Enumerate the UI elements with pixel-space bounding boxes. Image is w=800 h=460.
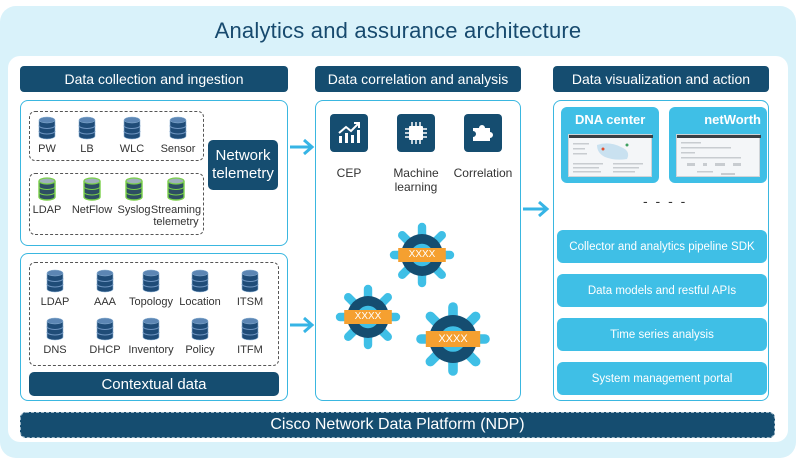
header-data-collection: Data collection and ingestion <box>20 66 288 92</box>
data-source-label: DHCP <box>89 344 121 356</box>
feature-collector-sdk[interactable]: Collector and analytics pipeline SDK <box>557 230 767 263</box>
data-source-label: Topology <box>128 296 174 308</box>
data-source-label: ITFM <box>237 344 263 356</box>
network-telemetry-line2: telemetry <box>212 165 274 182</box>
dna-center-screenshot <box>568 134 653 177</box>
puzzle-icon <box>464 114 502 152</box>
database-icon <box>141 269 161 296</box>
data-source-item: NetFlow <box>70 177 114 216</box>
data-source-item: WLC <box>112 116 152 155</box>
database-green-icon <box>124 177 144 204</box>
database-icon <box>45 317 65 344</box>
page-title: Analytics and assurance architecture <box>214 18 582 43</box>
gear-label: XXXX <box>408 249 436 260</box>
data-source-item: AAA <box>82 269 128 308</box>
gear-icon: XXXX <box>413 299 493 379</box>
arrow-right-icon <box>290 138 315 156</box>
data-source-item: Policy <box>177 317 223 356</box>
database-icon <box>190 269 210 296</box>
data-source-label: PW <box>38 143 56 155</box>
platform-bar: Cisco Network Data Platform (NDP) <box>20 412 775 438</box>
database-icon <box>141 317 161 344</box>
data-source-label: LB <box>80 143 94 155</box>
data-source-item: LDAP <box>32 269 78 308</box>
data-source-label: Streaming <box>150 204 202 216</box>
data-source-item: Topology <box>126 269 176 308</box>
data-source-label-line2: telemetry <box>153 216 199 228</box>
arrow-right-icon <box>523 200 550 218</box>
database-icon <box>37 116 57 143</box>
more-apps-ellipsis: - - - - <box>643 193 688 209</box>
data-source-label: LDAP <box>40 296 70 308</box>
database-green-icon <box>166 177 186 204</box>
database-icon <box>95 269 115 296</box>
data-source-label: Location <box>179 296 221 308</box>
data-source-label: Syslog <box>117 204 151 216</box>
data-source-item: DHCP <box>82 317 128 356</box>
app-card-networth[interactable]: netWorth <box>669 107 767 183</box>
data-source-item: PW <box>32 116 62 155</box>
cep-label: CEP <box>336 166 362 180</box>
data-source-item: ITSM <box>227 269 273 308</box>
gear-label: XXXX <box>354 311 382 322</box>
chip-icon <box>397 114 435 152</box>
data-source-item: LDAP <box>30 177 64 216</box>
database-icon <box>77 116 97 143</box>
analysis-item-cep: CEP <box>326 114 372 180</box>
data-source-item: DNS <box>32 317 78 356</box>
contextual-sources-group <box>29 262 279 366</box>
database-icon <box>95 317 115 344</box>
database-icon <box>168 116 188 143</box>
data-source-item: Location <box>177 269 223 308</box>
data-source-label: Policy <box>185 344 215 356</box>
machine-label-line2: learning <box>394 180 438 194</box>
analysis-item-machine-learning: Machine learning <box>388 114 444 194</box>
database-icon <box>240 269 260 296</box>
feature-system-management[interactable]: System management portal <box>557 362 767 395</box>
data-source-label: DNS <box>43 344 67 356</box>
telemetry-sources-group <box>29 173 204 235</box>
data-source-item: Inventory <box>126 317 176 356</box>
gear-icon: XXXX <box>333 282 403 352</box>
data-source-label: AAA <box>93 296 116 308</box>
data-source-item: ITFM <box>227 317 273 356</box>
data-source-label: NetFlow <box>71 204 113 216</box>
networth-screenshot <box>676 134 761 177</box>
feature-data-models-apis[interactable]: Data models and restful APIs <box>557 274 767 307</box>
data-source-item: Sensor <box>156 116 200 155</box>
dna-center-label: DNA center <box>575 112 646 127</box>
arrow-right-icon <box>290 316 315 334</box>
data-source-label: LDAP <box>32 204 62 216</box>
database-green-icon <box>37 177 57 204</box>
feature-time-series[interactable]: Time series analysis <box>557 318 767 351</box>
app-card-dna-center[interactable]: DNA center <box>561 107 659 183</box>
data-source-label: WLC <box>119 143 145 155</box>
contextual-data-label: Contextual data <box>29 372 279 396</box>
data-source-label: Sensor <box>160 143 196 155</box>
correlation-label: Correlation <box>453 166 513 180</box>
data-source-label: Inventory <box>128 344 174 356</box>
network-telemetry-line1: Network <box>215 147 271 164</box>
header-data-visualization: Data visualization and action <box>553 66 769 92</box>
header-data-correlation: Data correlation and analysis <box>315 66 521 92</box>
chart-trend-icon <box>330 114 368 152</box>
database-icon <box>190 317 210 344</box>
data-source-label: ITSM <box>236 296 264 308</box>
database-green-icon <box>82 177 102 204</box>
network-sources-group <box>29 111 204 161</box>
analysis-item-correlation: Correlation <box>450 114 516 180</box>
gear-icon: XXXX <box>387 220 457 290</box>
database-icon <box>240 317 260 344</box>
machine-label-line1: Machine <box>393 166 439 180</box>
gear-label: XXXX <box>438 333 468 345</box>
data-source-item: Syslog <box>114 177 154 216</box>
network-telemetry-label: Network telemetry <box>208 140 278 190</box>
database-icon <box>45 269 65 296</box>
data-source-item: LB <box>72 116 102 155</box>
database-icon <box>122 116 142 143</box>
networth-label: netWorth <box>704 112 761 127</box>
